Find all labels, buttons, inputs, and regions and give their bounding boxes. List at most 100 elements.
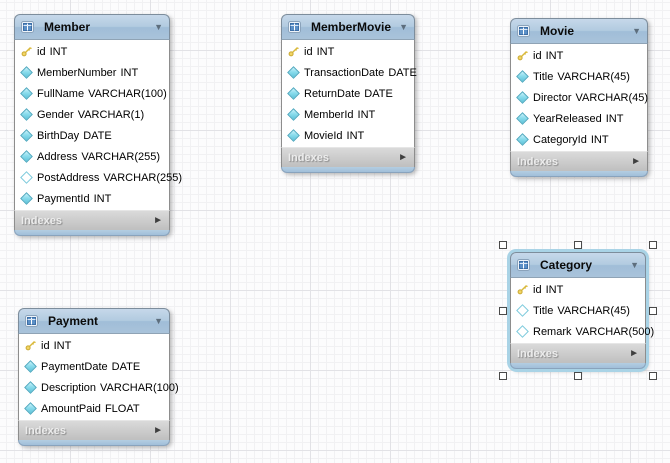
- diamond-filled-icon: [287, 108, 300, 121]
- column-row[interactable]: YearReleased INT: [511, 108, 647, 129]
- column-type: INT: [346, 129, 365, 142]
- diamond-filled-icon: [20, 87, 33, 100]
- column-type: DATE: [83, 129, 112, 142]
- indexes-footer[interactable]: Indexes ►: [18, 420, 170, 440]
- column-row[interactable]: MemberId INT: [282, 104, 414, 125]
- diamond-filled-icon: [287, 87, 300, 100]
- collapse-arrow-icon[interactable]: ▼: [399, 21, 408, 32]
- column-type: INT: [49, 45, 68, 58]
- column-row[interactable]: id INT: [282, 41, 414, 62]
- expand-arrow-icon[interactable]: ►: [153, 214, 163, 226]
- indexes-label: Indexes: [21, 214, 62, 227]
- key-icon: [24, 339, 37, 352]
- column-row[interactable]: id INT: [511, 45, 647, 66]
- collapse-arrow-icon[interactable]: ▼: [154, 315, 163, 326]
- column-row[interactable]: ReturnDate DATE: [282, 83, 414, 104]
- diamond-filled-icon: [20, 66, 33, 79]
- column-type: VARCHAR(255): [103, 171, 183, 184]
- table-icon: [21, 21, 34, 34]
- column-name: MovieId: [304, 129, 343, 142]
- table-title: Payment: [48, 314, 99, 328]
- column-name: AmountPaid: [41, 402, 101, 415]
- column-name: id: [304, 45, 313, 58]
- table-header[interactable]: Category ▼: [510, 252, 646, 278]
- indexes-footer[interactable]: Indexes ►: [281, 147, 415, 167]
- column-row[interactable]: MemberNumber INT: [15, 62, 169, 83]
- selection-handle[interactable]: [649, 306, 657, 315]
- expand-arrow-icon[interactable]: ►: [629, 347, 639, 359]
- column-row[interactable]: AmountPaid FLOAT: [19, 398, 169, 419]
- column-type: VARCHAR(255): [81, 150, 161, 163]
- table-icon: [288, 21, 301, 34]
- table-header[interactable]: Member ▼: [14, 14, 170, 40]
- column-row[interactable]: Remark VARCHAR(500): [511, 321, 654, 342]
- diamond-filled-icon: [516, 133, 529, 146]
- db-table-member[interactable]: Member ▼ id INT MemberNumber INT FullNam…: [14, 14, 182, 236]
- column-name: id: [41, 339, 50, 352]
- column-row[interactable]: PaymentId INT: [15, 188, 169, 209]
- table-columns: id INT PaymentDate DATE Description VARC…: [18, 334, 179, 420]
- selection-handle[interactable]: [649, 241, 657, 249]
- table-title: Member: [44, 20, 91, 34]
- diamond-open-icon: [516, 304, 529, 317]
- column-name: BirthDay: [37, 129, 80, 142]
- collapse-arrow-icon[interactable]: ▼: [632, 25, 641, 36]
- column-row[interactable]: Title VARCHAR(45): [511, 300, 645, 321]
- table-columns: id INT Title VARCHAR(45) Remark VARCHAR(…: [510, 278, 654, 343]
- column-name: YearReleased: [533, 112, 602, 125]
- selection-handle[interactable]: [499, 306, 507, 315]
- collapse-arrow-icon[interactable]: ▼: [154, 21, 163, 32]
- column-name: Title: [533, 304, 554, 317]
- column-row[interactable]: id INT: [19, 335, 169, 356]
- column-name: MemberId: [304, 108, 354, 121]
- diamond-filled-icon: [516, 112, 529, 125]
- column-type: VARCHAR(45): [557, 304, 630, 317]
- column-row[interactable]: Gender VARCHAR(1): [15, 104, 169, 125]
- column-type: DATE: [364, 87, 393, 100]
- expand-arrow-icon[interactable]: ►: [631, 155, 641, 167]
- column-name: TransactionDate: [304, 66, 385, 79]
- column-type: INT: [605, 112, 624, 125]
- indexes-footer[interactable]: Indexes ►: [510, 151, 648, 171]
- column-row[interactable]: CategoryId INT: [511, 129, 647, 150]
- column-type: VARCHAR(500): [575, 325, 655, 338]
- column-row[interactable]: Director VARCHAR(45): [511, 87, 648, 108]
- diamond-filled-icon: [287, 66, 300, 79]
- column-row[interactable]: Description VARCHAR(100): [19, 377, 179, 398]
- expand-arrow-icon[interactable]: ►: [153, 424, 163, 436]
- column-row[interactable]: Address VARCHAR(255): [15, 146, 169, 167]
- indexes-footer[interactable]: Indexes ►: [14, 210, 170, 230]
- column-row[interactable]: FullName VARCHAR(100): [15, 83, 169, 104]
- column-row[interactable]: BirthDay DATE: [15, 125, 169, 146]
- db-table-payment[interactable]: Payment ▼ id INT PaymentDate DATE Descri…: [18, 308, 179, 446]
- diamond-filled-icon: [516, 70, 529, 83]
- collapse-arrow-icon[interactable]: ▼: [630, 259, 639, 270]
- diamond-filled-icon: [24, 402, 37, 415]
- expand-arrow-icon[interactable]: ►: [398, 151, 408, 163]
- selection-handle[interactable]: [499, 241, 507, 249]
- column-name: id: [533, 283, 542, 296]
- db-table-movie[interactable]: Movie ▼ id INT Title VARCHAR(45) Directo…: [510, 18, 648, 177]
- column-row[interactable]: PostAddress VARCHAR(255): [15, 167, 182, 188]
- table-header[interactable]: Payment ▼: [18, 308, 170, 334]
- selection-handle[interactable]: [649, 372, 657, 380]
- column-name: Description: [41, 381, 97, 394]
- db-table-membermovie[interactable]: MemberMovie ▼ id INT TransactionDate DAT…: [281, 14, 417, 173]
- table-header[interactable]: MemberMovie ▼: [281, 14, 415, 40]
- column-row[interactable]: TransactionDate DATE: [282, 62, 417, 83]
- table-bottom-strip: [18, 440, 170, 446]
- column-name: ReturnDate: [304, 87, 361, 100]
- column-row[interactable]: MovieId INT: [282, 125, 414, 146]
- table-icon: [517, 259, 530, 272]
- indexes-footer[interactable]: Indexes ►: [510, 343, 646, 363]
- column-row[interactable]: id INT: [15, 41, 169, 62]
- column-row[interactable]: Title VARCHAR(45): [511, 66, 647, 87]
- db-table-category[interactable]: Category ▼ id INT Title VARCHAR(45) Rema…: [499, 241, 657, 380]
- column-row[interactable]: PaymentDate DATE: [19, 356, 169, 377]
- selection-handle[interactable]: [574, 372, 582, 380]
- table-header[interactable]: Movie ▼: [510, 18, 648, 44]
- column-row[interactable]: id INT: [511, 279, 645, 300]
- selection-handle[interactable]: [499, 372, 507, 380]
- selection-handle[interactable]: [574, 241, 582, 249]
